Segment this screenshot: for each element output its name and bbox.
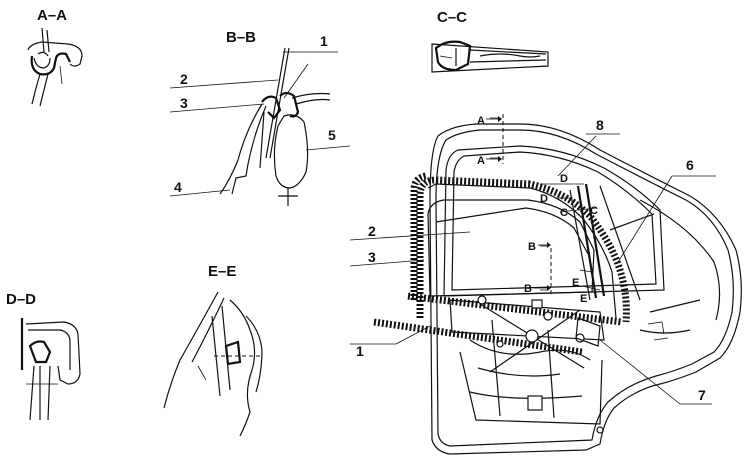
main-callout-8: 8: [596, 117, 604, 133]
section-aa-title: A–A: [37, 7, 67, 24]
section-aa: A–A: [27, 7, 83, 107]
cut-mark-d-upper: D: [560, 173, 568, 185]
cut-mark-d-lower: D: [540, 193, 548, 205]
cut-mark-a-upper: A: [477, 115, 485, 127]
section-dd: D–D: [6, 291, 81, 421]
window-glass: [427, 199, 595, 297]
section-cc-title: C–C: [437, 9, 467, 26]
bb-callout-5: 5: [328, 127, 336, 143]
section-ee: E–E: [163, 263, 263, 437]
glass-run-seal: [416, 176, 630, 323]
section-cc: C–C: [431, 9, 549, 73]
cut-mark-e-left: E: [572, 277, 579, 289]
cut-mark-labels: A A B B D D C C E E: [477, 115, 598, 305]
section-bb-drawing: [169, 47, 351, 206]
main-callouts: 8 6 2 3 1 7: [356, 117, 706, 403]
main-callout-2: 2: [368, 223, 376, 239]
section-cc-drawing: [431, 40, 549, 73]
cut-mark-e-right: E: [580, 293, 587, 305]
door-assembly: [373, 114, 742, 455]
section-bb-title: B–B: [226, 29, 256, 46]
bb-callout-4: 4: [174, 179, 182, 195]
main-callout-7: 7: [698, 387, 706, 403]
main-callout-1: 1: [356, 343, 364, 359]
main-callout-leaders: [349, 133, 716, 405]
cut-mark-arrows: [486, 116, 551, 291]
cut-mark-b-upper: B: [528, 241, 536, 253]
outer-belt-seal: [373, 318, 583, 356]
cut-mark-b-lower: B: [524, 283, 532, 295]
cut-mark-a-lower: A: [477, 155, 485, 167]
main-callout-6: 6: [686, 157, 694, 173]
cut-mark-c-right: C: [590, 205, 598, 217]
section-dd-title: D–D: [6, 291, 36, 308]
section-aa-drawing: [27, 27, 83, 107]
section-dd-drawing: [20, 318, 81, 421]
bb-callout-2: 2: [180, 71, 188, 87]
section-bb: B–B 1 2 3: [169, 29, 351, 206]
bb-callout-1: 1: [320, 33, 328, 49]
main-callout-3: 3: [368, 249, 376, 265]
section-ee-drawing: [163, 291, 263, 437]
door-outer-outline: [429, 123, 742, 455]
cut-mark-c-left: C: [560, 207, 568, 219]
bb-callout-3: 3: [180, 95, 188, 111]
section-ee-title: E–E: [208, 263, 236, 280]
